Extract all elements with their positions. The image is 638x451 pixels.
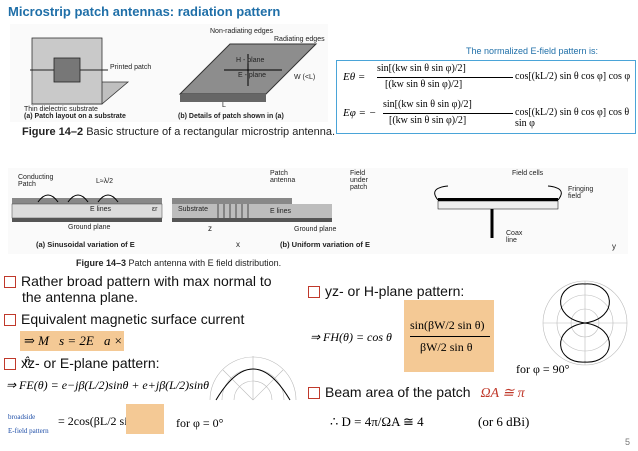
e-theta-num: sin[(kw sin θ sin φ)/2] (377, 63, 466, 74)
label-substrate-b: Substrate (178, 206, 208, 213)
label-ground-plane-a: Ground plane (68, 224, 111, 231)
bullet-box-icon (308, 387, 320, 400)
figure-14-3: Conducting Patch L≈λ/2 E lines Ground pl… (8, 168, 628, 254)
h-plane-num: sin(βW/2 sin θ) (410, 318, 485, 332)
figure-14-3-drawing (11, 185, 562, 238)
directivity-formula: ∴ D = 4π/ΩA ≅ 4 (330, 414, 424, 429)
e-plane-phi: for φ = 0° (176, 416, 224, 430)
e-theta-den: [(kw sin θ sin φ)/2] (385, 79, 463, 90)
bullet-box-icon (4, 358, 16, 371)
label-z: z (208, 224, 212, 233)
e-plane-formula-1: ⇒ FE(θ) = e−jβ(L/2)sinθ + e+jβ(L/2)sinθ (6, 378, 210, 392)
label-y: y (612, 242, 616, 251)
label-conducting-patch: Conducting Patch (18, 174, 54, 188)
bullet-1-line1: Rather broad pattern with max normal to (21, 273, 272, 289)
bullet-5: Beam area of the patch ΩA ≅ π (308, 384, 525, 402)
label-e-lines-a: E lines (90, 206, 112, 213)
e-plane-polar-plot (209, 356, 297, 401)
bullet-5-text: Beam area of the patch (325, 384, 471, 400)
e-phi-bar (383, 113, 513, 114)
bullet-1-line2: the antenna plane. (22, 289, 138, 305)
label-w: W (<L) (294, 74, 316, 81)
h-plane-formula-box: sin(βW/2 sin θ) βW/2 sin θ (404, 300, 494, 372)
e-phi-rhs: cos[(kL/2) sin θ cos φ] cos θ sin φ (515, 107, 630, 129)
h-plane-phi: for φ = 90° (516, 362, 570, 376)
label-substrate: Thin dielectric substrate (24, 106, 98, 113)
e-theta-lhs: Eθ = (343, 71, 366, 83)
bullet-box-icon (308, 286, 320, 299)
e-phi-lhs: Eφ = − (343, 107, 377, 119)
fig14-2-sub-b: (b) Details of patch shown in (a) (178, 113, 284, 120)
e-theta-rhs: cos[(kL/2) sin θ cos φ] cos φ (515, 71, 631, 82)
label-ground-plane-b: Ground plane (294, 226, 337, 233)
bullet-1: Rather broad pattern with max normal to … (4, 273, 304, 305)
efield-formula-box: Eθ = sin[(kw sin θ sin φ)/2] [(kw sin θ … (336, 60, 636, 134)
bullet-2-text: Equivalent magnetic surface current (21, 311, 245, 327)
directivity-dbi: (or 6 dBi) (478, 414, 530, 429)
label-fringing: Fringing field (568, 186, 594, 200)
h-plane-den: βW/2 sin θ (420, 340, 473, 354)
slide-title: Microstrip patch antennas: radiation pat… (8, 4, 281, 19)
label-printed-patch: Printed patch (110, 64, 152, 71)
e-phi-num: sin[(kw sin θ sin φ)/2] (383, 99, 472, 110)
label-field-under: Field under patch (350, 170, 368, 191)
h-plane-formula-left: ⇒ FH(θ) = cos θ (310, 330, 392, 344)
e-field-pattern-label: E-field pattern (8, 427, 49, 435)
label-patch-antenna: Patch antenna (270, 170, 296, 184)
label-non-radiating: Non-radiating edges (210, 28, 274, 35)
label-coax: Coax line (506, 230, 523, 244)
bullet-box-icon (4, 314, 16, 327)
label-e-lines-b: E lines (270, 208, 292, 215)
figure-14-2: Printed patch Thin dielectric substrate … (10, 24, 328, 122)
bullet-box-icon (4, 276, 16, 289)
broadside-label: broadside (8, 413, 36, 421)
label-field-cells: Field cells (512, 170, 544, 177)
figure-14-2-drawing (30, 37, 318, 105)
bullet-3: xz- or E-plane pattern: (4, 355, 160, 371)
h-plane-bar (410, 336, 490, 337)
label-x: x (236, 240, 240, 249)
bullet-2: Equivalent magnetic surface current (4, 311, 244, 327)
efield-label: The normalized E-field pattern is: (466, 46, 599, 56)
h-plane-polar-plot (542, 280, 628, 366)
label-l-half: L≈λ/2 (96, 178, 114, 185)
figure-14-2-text: Basic structure of a rectangular microst… (86, 126, 336, 138)
label-radiating: Radiating edges (274, 36, 325, 43)
e-phi-den: [(kw sin θ sin φ)/2] (389, 115, 467, 126)
label-e-plane: E - plane (238, 72, 267, 79)
figure-14-3-text: Patch antenna with E field distribution. (128, 258, 282, 268)
fig14-2-sub-a: (a) Patch layout on a substrate (24, 113, 126, 120)
fig14-3-sub-a: (a) Sinusoidal variation of E (36, 240, 135, 249)
figure-14-3-prefix: Figure 14–3 (76, 258, 127, 268)
label-l: L (222, 102, 226, 109)
e-plane-formula-box (126, 404, 164, 434)
e-theta-bar (377, 77, 513, 78)
label-er: εr (152, 206, 158, 213)
magnetic-current-formula: ⇒ M⃗s = 2E⃗a × n̂ (20, 331, 124, 368)
fig14-3-sub-b: (b) Uniform variation of E (280, 240, 370, 249)
bullet-3-text: xz- or E-plane pattern: (21, 355, 160, 371)
figure-14-2-caption: Figure 14–2 Basic structure of a rectang… (22, 126, 335, 138)
figure-14-3-caption: Figure 14–3 Patch antenna with E field d… (76, 258, 281, 268)
label-h-plane: H - plane (236, 57, 265, 64)
page-number: 5 (624, 437, 630, 447)
bullet-4: yz- or H-plane pattern: (308, 283, 464, 299)
beam-area-red: ΩA ≅ π (480, 386, 525, 401)
bullet-4-text: yz- or H-plane pattern: (325, 283, 465, 299)
e-plane-formula-eq: = 2cos(βL/2 sinθ) (58, 414, 144, 428)
figure-14-2-prefix: Figure 14–2 (22, 126, 84, 138)
